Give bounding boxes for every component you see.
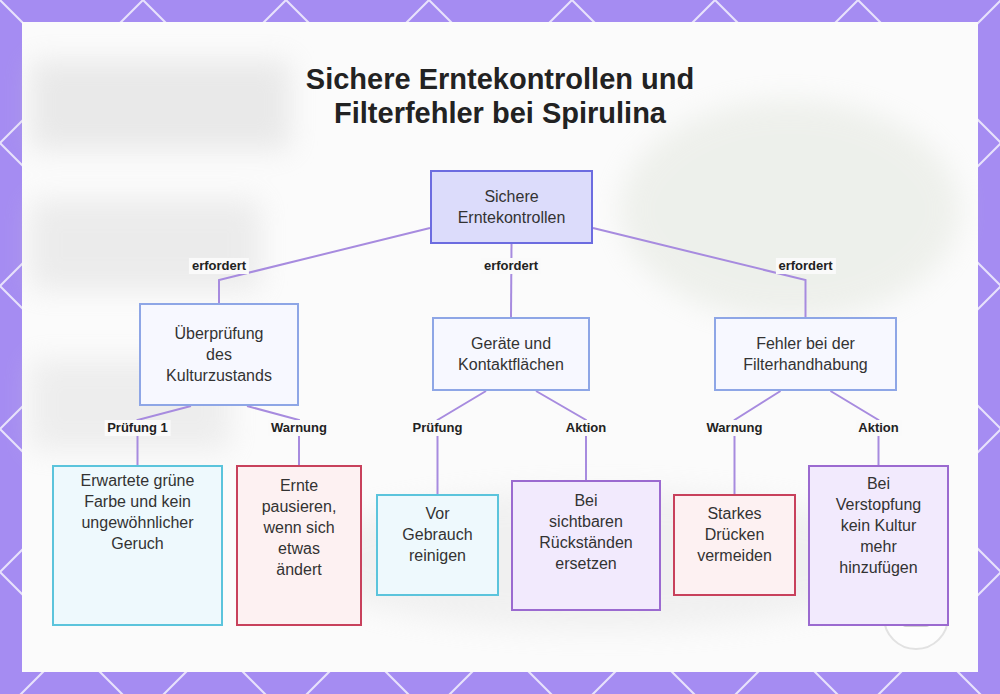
node-text: Geräte und Kontaktflächen — [451, 333, 572, 375]
edge-label: Prüfung — [410, 420, 466, 436]
edge-label: Warnung — [268, 420, 330, 436]
node-text: Fehler bei der Filterhandhabung — [735, 333, 876, 375]
node-text: Überprüfung des Kulturzustands — [162, 323, 276, 386]
node-text: Erwartete grüne Farbe und kein ungewöhnl… — [80, 470, 196, 554]
node-text: Sichere Erntekontrollen — [449, 186, 575, 228]
connector-line — [593, 228, 806, 317]
connector-line — [438, 391, 487, 494]
node-text: Vor Gebrauch reinigen — [399, 503, 477, 566]
blurred-photo — [30, 60, 960, 630]
node-text: Ernte pausieren, wenn sich etwas ändert — [255, 475, 343, 580]
node-text: Bei sichtbaren Rückständen ersetzen — [538, 490, 634, 574]
check-box: Erwartete grüne Farbe und kein ungewöhnl… — [52, 465, 223, 626]
title-block: Sichere Erntekontrollen und Filterfehler… — [270, 62, 730, 130]
node-text: Starkes Drücken vermeiden — [696, 503, 774, 566]
blur-shape — [30, 200, 260, 290]
connector-line — [735, 391, 781, 494]
panel — [22, 22, 978, 672]
action-box: Bei Verstopfung kein Kultur mehr hinzufü… — [808, 465, 949, 626]
connector-line — [510, 244, 513, 317]
blur-shape — [30, 60, 290, 150]
category-box: Überprüfung des Kulturzustands — [139, 303, 299, 406]
edge-label: erfordert — [189, 258, 249, 274]
blur-shape — [620, 100, 960, 320]
edge-label: Aktion — [563, 420, 609, 436]
edge-label: erfordert — [481, 258, 541, 274]
edge-label: Prüfung 1 — [104, 420, 171, 436]
edge-label: erfordert — [775, 258, 835, 274]
diagram-title: Sichere Erntekontrollen und Filterfehler… — [270, 62, 730, 130]
warning-box: Starkes Drücken vermeiden — [673, 494, 796, 596]
node-text: Bei Verstopfung kein Kultur mehr hinzufü… — [832, 473, 926, 578]
edge-label: Warnung — [704, 420, 766, 436]
category-box: Fehler bei der Filterhandhabung — [714, 317, 897, 391]
category-box: Geräte und Kontaktflächen — [432, 317, 590, 391]
root-box: Sichere Erntekontrollen — [430, 170, 593, 244]
warning-box: Ernte pausieren, wenn sich etwas ändert — [236, 465, 362, 626]
action-box: Bei sichtbaren Rückständen ersetzen — [511, 480, 661, 611]
check-box: Vor Gebrauch reinigen — [376, 494, 499, 596]
edge-label: Aktion — [855, 420, 901, 436]
connector-line — [219, 228, 430, 303]
